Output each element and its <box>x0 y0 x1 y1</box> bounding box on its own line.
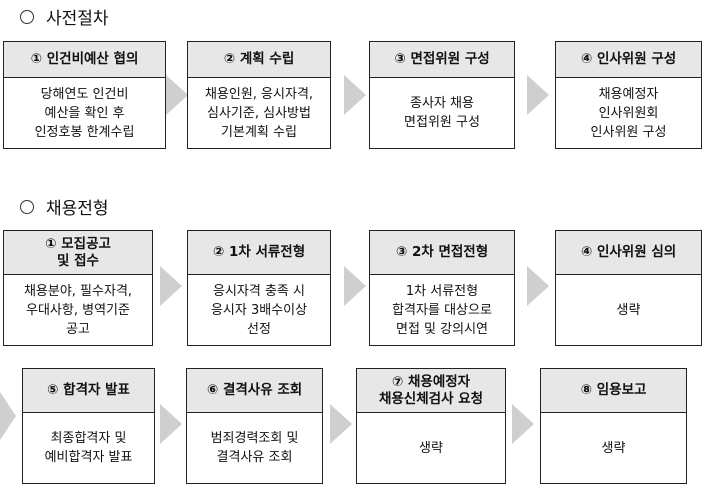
step-description: 채용인원, 응시자격, 심사기준, 심사방법 기본계획 수립 <box>204 86 314 140</box>
step-box: ③ 면접위원 구성 종사자 채용 면접위원 구성 <box>369 41 515 149</box>
step-description: 응시자격 충족 시 응시자 3배수이상 선정 <box>210 283 308 337</box>
step-description: 채용분야, 필수자격, 우대사항, 병역기준 공고 <box>23 283 133 337</box>
section-title-text: 채용전형 <box>46 199 109 219</box>
chevron-right-icon <box>344 75 366 115</box>
step-label: ③ 2차 면접전형 <box>370 231 514 275</box>
step-box: ④ 인사위원 구성 채용예정자 인사위원회 인사위원 구성 <box>555 41 702 149</box>
step-label: ④ 인사위원 구성 <box>556 42 701 78</box>
step-description: 생략 <box>616 302 641 318</box>
circle-bullet-icon <box>20 9 34 24</box>
step-box: ④ 인사위원 심의 생략 <box>555 230 702 346</box>
step-description: 채용예정자 인사위원회 인사위원 구성 <box>590 86 667 140</box>
step-description: 당해연도 인건비 예산을 확인 후 인정호봉 한계수립 <box>34 86 135 140</box>
step-label: ④ 인사위원 심의 <box>556 231 701 275</box>
step-description: 1차 서류전형 합격자를 대상으로 면접 및 강의시연 <box>392 283 492 337</box>
step-box: ① 모집공고 및 접수 채용분야, 필수자격, 우대사항, 병역기준 공고 <box>3 230 153 346</box>
step-box: ⑦ 채용예정자 채용신체검사 요청 생략 <box>356 368 506 484</box>
chevron-right-icon <box>166 75 188 115</box>
step-label: ① 인건비예산 협의 <box>4 42 165 78</box>
step-label: ③ 면접위원 구성 <box>370 42 514 78</box>
step-box: ⑤ 합격자 발표 최종합격자 및 예비합격자 발표 <box>22 368 155 484</box>
section-title-preliminary: 사전절차 <box>20 4 109 29</box>
step-label: ⑤ 합격자 발표 <box>23 369 154 413</box>
step-box: ② 1차 서류전형 응시자격 충족 시 응시자 3배수이상 선정 <box>187 230 331 346</box>
chevron-right-icon <box>160 266 182 306</box>
circle-bullet-icon <box>20 199 34 214</box>
chevron-right-icon <box>160 404 182 444</box>
step-description: 종사자 채용 면접위원 구성 <box>404 96 480 130</box>
chevron-right-icon <box>330 404 352 444</box>
step-description: 범죄경력조회 및 결격사유 조회 <box>210 431 299 465</box>
chevron-right-icon <box>344 266 366 306</box>
step-label: ① 모집공고 및 접수 <box>4 231 152 275</box>
step-label: ② 1차 서류전형 <box>188 231 330 275</box>
step-label: ⑦ 채용예정자 채용신체검사 요청 <box>357 369 505 413</box>
step-box: ⑥ 결격사유 조회 범죄경력조회 및 결격사유 조회 <box>186 368 323 484</box>
step-box: ③ 2차 면접전형 1차 서류전형 합격자를 대상으로 면접 및 강의시연 <box>369 230 515 346</box>
section-title-text: 사전절차 <box>46 9 109 29</box>
chevron-right-icon <box>512 404 534 444</box>
step-label: ⑧ 임용보고 <box>541 369 686 413</box>
section-title-recruitment: 채용전형 <box>20 194 109 219</box>
step-label: ② 계획 수립 <box>188 42 330 78</box>
step-box: ⑧ 임용보고 생략 <box>540 368 687 484</box>
step-box: ② 계획 수립 채용인원, 응시자격, 심사기준, 심사방법 기본계획 수립 <box>187 41 331 149</box>
step-box: ① 인건비예산 협의 당해연도 인건비 예산을 확인 후 인정호봉 한계수립 <box>3 41 166 149</box>
chevron-right-icon <box>527 75 549 115</box>
step-description: 최종합격자 및 예비합격자 발표 <box>44 431 133 465</box>
chevron-right-icon <box>527 266 549 306</box>
chevron-right-icon <box>0 392 16 440</box>
step-description: 생략 <box>419 440 443 456</box>
step-description: 생략 <box>601 440 626 456</box>
step-label: ⑥ 결격사유 조회 <box>187 369 322 413</box>
